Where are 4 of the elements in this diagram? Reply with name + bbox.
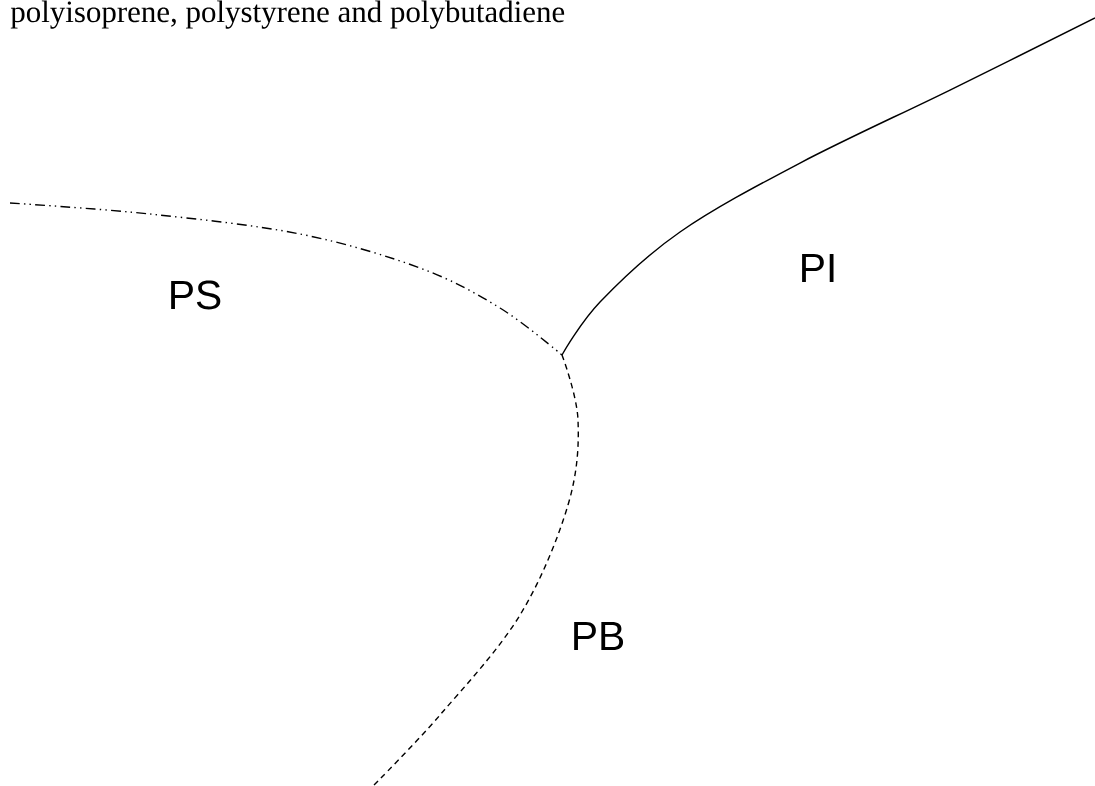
- region-label: PI: [802, 254, 834, 283]
- caption: polyisoprene, polystyrene and polybutadiene: [10, 0, 565, 29]
- region-label: PB: [574, 622, 624, 651]
- region-label: PS: [171, 280, 221, 310]
